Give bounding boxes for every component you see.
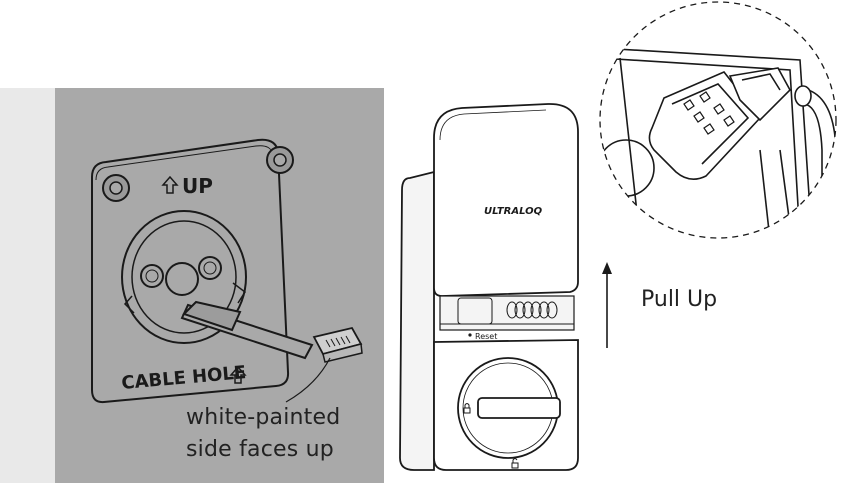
callout-text-line1: white-painted — [186, 405, 341, 430]
rj-connector — [312, 326, 363, 363]
lock-icon — [463, 403, 471, 414]
thumb-turn[interactable] — [457, 357, 561, 459]
up-arrow-icon — [229, 365, 247, 384]
callout-text-line2: side faces up — [186, 437, 334, 462]
brand-label: ULTRALOQ — [484, 206, 543, 217]
reset-label[interactable]: Reset — [475, 332, 497, 341]
lock-device: ULTRALOQ Reset — [399, 103, 579, 471]
screw-boss — [102, 174, 130, 202]
back-housing — [399, 170, 435, 471]
pull-up-arrow-icon — [602, 262, 612, 348]
reset-dot — [468, 333, 472, 337]
internal-cavity: Reset — [439, 295, 575, 341]
wire-coil — [506, 301, 558, 319]
left-panel: UP — [0, 88, 384, 483]
plate-up-label: UP — [182, 174, 213, 198]
top-cover — [433, 103, 579, 297]
left-strip — [0, 88, 56, 483]
pull-up-label: Pull Up — [641, 287, 718, 312]
screw-boss — [266, 146, 294, 174]
mounting-plate: UP — [91, 138, 363, 404]
callout-leader — [285, 357, 331, 403]
zoom-detail — [599, 1, 837, 239]
up-arrow-icon — [161, 175, 179, 194]
cable — [180, 300, 314, 360]
unlock-icon — [511, 458, 519, 469]
